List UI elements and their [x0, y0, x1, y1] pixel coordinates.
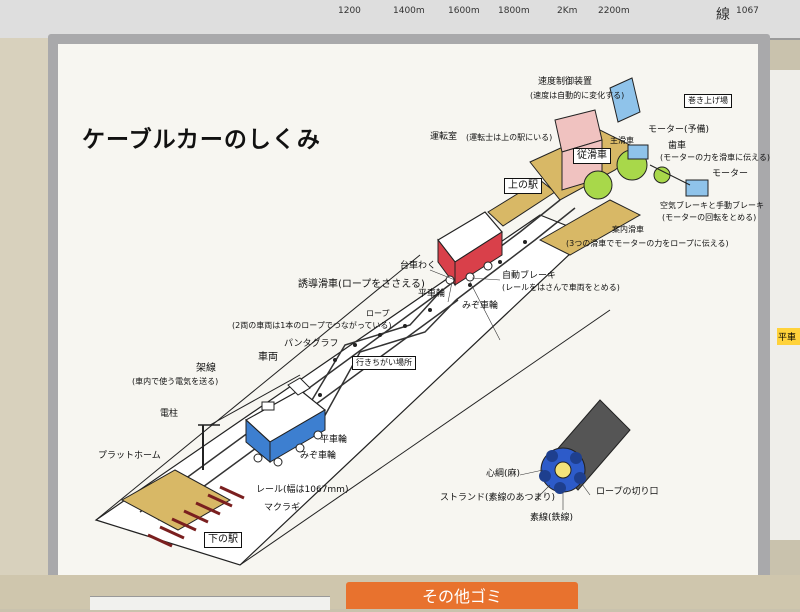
spare-motor-label: モーター(予備) — [648, 125, 710, 135]
passing-place-label: 行きちがい場所 — [352, 356, 416, 370]
distance-label: 1200 — [338, 6, 361, 16]
operator-room-note: (運転士は上の駅にいる) — [466, 133, 553, 142]
overhead-wire-label: 架線 — [196, 363, 216, 374]
rail-label: レール(幅は1067mm) — [256, 485, 349, 495]
distance-label: 1400m — [393, 6, 425, 16]
trash-sign: その他ゴミ — [346, 582, 578, 609]
guide-sheave-note: (3つの滑車でモーターの力をロープに伝える) — [566, 239, 729, 248]
rope-cut-label: ロープの切り口 — [596, 487, 659, 497]
platform-label: プラットホーム — [98, 451, 161, 461]
brake-note: (モーターの回転をとめる) — [662, 213, 757, 222]
speed-control-label: 速度制御装置 — [538, 77, 593, 87]
diagram-title: ケーブルカーのしくみ — [82, 127, 321, 153]
rope-core-label: 心綱(麻) — [486, 469, 521, 479]
rope-cross-section — [539, 399, 631, 494]
white-sign — [90, 596, 330, 610]
gauge-label: 1067 — [736, 6, 759, 16]
distance-label: 1800m — [498, 6, 530, 16]
lower-station-label: 下の駅 — [204, 532, 242, 548]
guide-pulley-label: 誘導滑車(ロープをささえる) — [298, 279, 425, 290]
wall — [0, 38, 48, 609]
gear-note: (モーターの力を滑車に伝える) — [660, 153, 771, 162]
strand-label: ストランド(素線のあつまり) — [440, 493, 556, 503]
adjacent-board-label: 平車 — [777, 328, 800, 345]
one-rope-note: (2両の車両は1本のロープでつながっている) — [232, 321, 392, 330]
flat-wheel-label: 平車輪 — [320, 435, 348, 445]
brake-label: 空気ブレーキと手動ブレーキ — [660, 201, 764, 210]
main-sheave-label: 主滑車 — [610, 136, 634, 145]
flat-wheel-top-label: 平車輪 — [418, 289, 446, 299]
auto-brake-label: 自動ブレーキ — [502, 271, 557, 281]
gear-label: 歯車 — [668, 141, 687, 151]
hoist-label: 巻き上げ場 — [684, 94, 732, 108]
pantograph-label: パンタグラフ — [284, 339, 339, 349]
upper-station-label: 上の駅 — [504, 178, 542, 194]
distance-label: 2Km — [557, 6, 578, 16]
follower-sheave-label: 従滑車 — [573, 148, 611, 164]
operator-room-label: 運転室 — [430, 132, 458, 142]
bogie-label: 台車わく — [400, 261, 437, 271]
motor-label: モーター — [712, 169, 749, 179]
line-label: 線 — [716, 7, 730, 23]
car-label: 車両 — [258, 352, 278, 363]
speed-control-note: (速度は自動的に変化する) — [530, 91, 625, 100]
wire-label: 素線(鉄線) — [530, 513, 574, 523]
auto-brake-note: (レールをはさんで車両をとめる) — [502, 283, 620, 292]
distance-label: 2200m — [598, 6, 630, 16]
pole-label: 電柱 — [160, 409, 179, 419]
grooved-wheel-label: みぞ車輪 — [300, 451, 337, 461]
rope-label: ロープ — [366, 309, 390, 318]
grooved-wheel-top-label: みぞ車輪 — [462, 301, 499, 311]
sleeper-label: マクラギ — [264, 503, 301, 513]
overhead-wire-note: (車内で使う電気を送る) — [132, 377, 219, 386]
distance-label: 1600m — [448, 6, 480, 16]
guide-sheave-label: 案内滑車 — [612, 225, 644, 234]
